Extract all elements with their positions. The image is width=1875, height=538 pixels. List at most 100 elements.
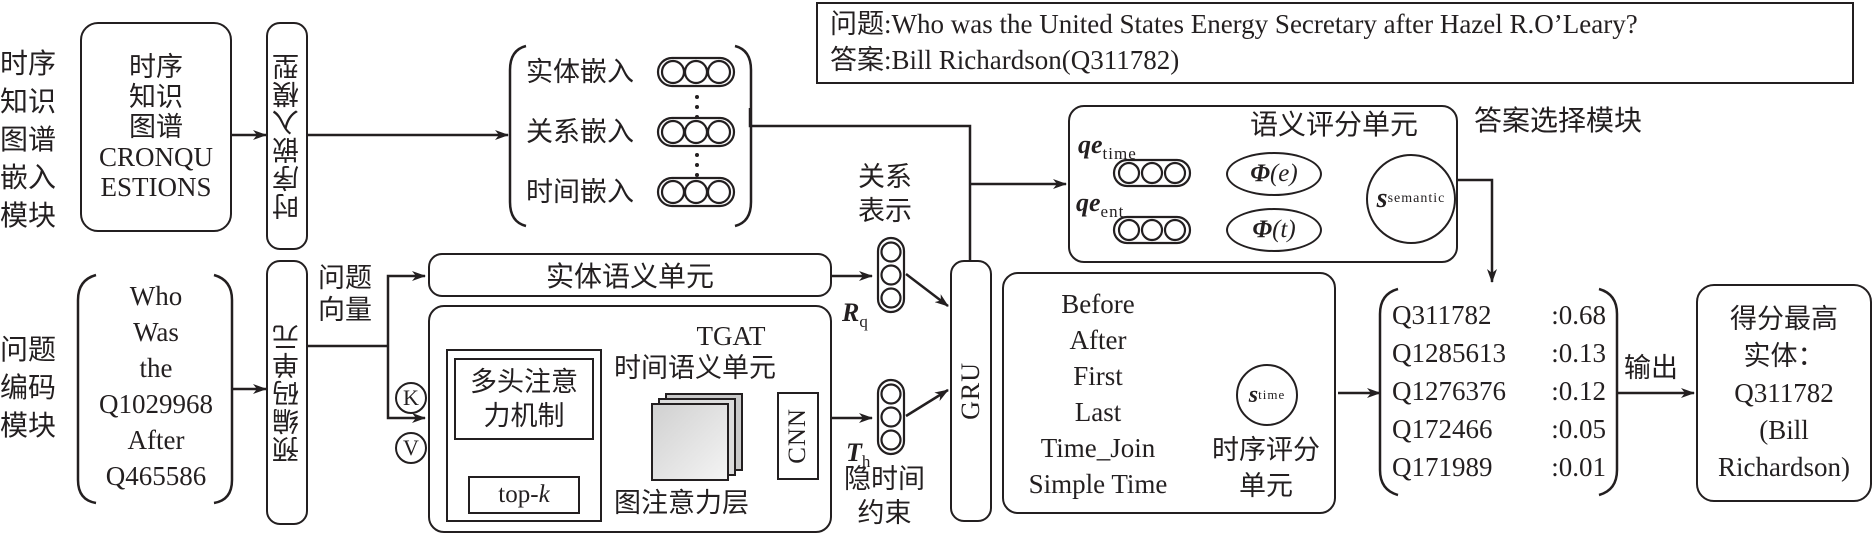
entity-embedding-vector-icon	[656, 56, 736, 88]
topk-prefix: top-	[498, 481, 539, 508]
question-label: 问题:	[830, 9, 892, 39]
label-line: 时序	[0, 49, 57, 80]
candidate-score: 0.68	[1558, 300, 1606, 330]
phi-e-node: Φ(e)	[1226, 152, 1322, 196]
tkg-line: 知识	[129, 82, 183, 112]
label-line: 知识	[0, 87, 57, 118]
phi-symbol: Φ	[1252, 216, 1273, 243]
answer-selection-module-label: 答案选择模块	[1474, 106, 1643, 137]
label-line: 嵌入	[0, 163, 57, 194]
candidate-id: Q1276376	[1392, 376, 1506, 406]
temporal-keyword: First	[1073, 361, 1123, 391]
qe-ent-vector-icon	[1112, 215, 1192, 245]
label-line: 模块	[0, 411, 57, 442]
tkg-embedding-module-label: 时序 知识 图谱 嵌入 模块	[0, 46, 56, 236]
question-tokens: Who Was the Q1029968 After Q465586	[90, 278, 222, 494]
candidate-row: Q1285613:0.13	[1392, 334, 1606, 372]
s-semantic-base: s	[1376, 183, 1388, 214]
result-line: 得分最高	[1730, 303, 1838, 334]
temporal-keyword: Last	[1074, 397, 1122, 427]
question-token: the	[139, 353, 173, 383]
label-line: 图谱	[0, 125, 57, 156]
s-time-subscript: time	[1258, 387, 1286, 402]
phi-t-node: Φ(t)	[1226, 208, 1322, 252]
temporal-keyword: Before	[1061, 289, 1135, 319]
hidden-time-vector-icon	[876, 378, 906, 456]
candidate-score: 0.12	[1558, 376, 1606, 406]
temporal-scoring-label: 时序评分 单元	[1200, 432, 1332, 504]
temporal-keyword: Simple Time	[1028, 469, 1168, 499]
multihead-attention-line: 力机制	[483, 401, 565, 431]
temporal-keywords: Before After First Last Time_Join Simple…	[1010, 286, 1186, 502]
value-circle: V	[395, 432, 427, 464]
question-answer-box: 问题:Who was the United States Energy Secr…	[816, 2, 1854, 84]
entity-semantic-unit-label: 实体语义单元	[545, 262, 714, 293]
tkg-line: ESTIONS	[100, 172, 212, 202]
candidate-row: Q172466:0.05	[1392, 410, 1606, 448]
tgat-title: TGAT	[696, 321, 766, 351]
candidate-row: Q1276376:0.12	[1392, 372, 1606, 410]
question-token: Was	[133, 317, 179, 347]
result-line: 实体：	[1743, 340, 1825, 371]
phi-t-arg: (t)	[1272, 216, 1296, 243]
relation-embedding-label: 关系嵌入	[526, 117, 634, 147]
question-token: Q1029968	[99, 389, 213, 419]
semantic-scoring-title: 语义评分单元	[1250, 110, 1419, 141]
question-token: Q465586	[105, 461, 207, 491]
th-symbol: Th	[846, 438, 871, 472]
qe-ent-subscript: ent	[1100, 202, 1125, 221]
th-base: T	[846, 438, 862, 467]
label-line: 编码	[0, 373, 57, 404]
label-line: 问题	[318, 263, 372, 293]
result-line: (Bill	[1759, 414, 1809, 445]
tgat-subtitle: 时间语义单元	[614, 353, 776, 383]
candidate-row: Q171989:0.01	[1392, 448, 1606, 486]
topk-variable: k	[538, 481, 550, 508]
time-embedding-label: 时间嵌入	[526, 177, 634, 207]
cnn-label: CNN	[784, 408, 811, 464]
question-vector-label: 问题 向量	[318, 262, 372, 326]
label-line: 时序评分	[1212, 435, 1320, 465]
th-subscript: h	[861, 452, 872, 471]
candidate-id: Q1285613	[1392, 338, 1506, 368]
result-line: Q311782	[1734, 377, 1834, 408]
label-line: 约束	[857, 498, 912, 528]
question-token: Who	[129, 281, 183, 311]
graph-attention-layer-stack-icon	[651, 393, 743, 481]
temporal-keyword: Time_Join	[1040, 433, 1156, 463]
qe-vectors	[1112, 158, 1192, 245]
tkg-dataset-box: 时序 知识 图谱 CRONQU ESTIONS	[80, 22, 232, 232]
candidate-id: Q171989	[1392, 452, 1493, 482]
question-text: Who was the United States Energy Secreta…	[891, 9, 1638, 39]
embedding-vectors	[656, 56, 736, 208]
label-line: 表示	[858, 196, 912, 226]
entity-embedding-label: 实体嵌入	[526, 57, 634, 87]
arrow-rq-to-gru	[905, 273, 949, 307]
question-row: 问题:Who was the United States Energy Secr…	[830, 6, 1840, 42]
candidate-score: 0.13	[1558, 338, 1606, 368]
time-embedding-vector-icon	[656, 176, 736, 208]
qe-time-vector-icon	[1112, 158, 1192, 188]
hidden-time-constraint-label: 隐时间 约束	[844, 462, 925, 530]
label-line: 单元	[1239, 471, 1293, 501]
key-circle: K	[395, 382, 427, 414]
output-label: 输出	[1624, 353, 1678, 383]
relation-vector-icon	[876, 236, 906, 314]
multihead-attention-box: 多头注意 力机制	[454, 358, 594, 440]
rq-base: R	[842, 298, 860, 327]
candidate-score-list: Q311782:0.68 Q1285613:0.13 Q1276376:0.12…	[1392, 296, 1606, 486]
arrow-to-entity-semantic	[386, 271, 426, 346]
temporal-embedding-model-label: 时序嵌入模型	[272, 52, 303, 220]
candidate-id: Q311782	[1392, 300, 1492, 330]
key-label: K	[403, 385, 419, 410]
answer-text: Bill Richardson(Q311782)	[891, 45, 1180, 75]
graph-attention-layer-label: 图注意力层	[614, 488, 749, 518]
question-encoding-module-label: 问题 编码 模块	[0, 332, 56, 446]
phi-e-arg: (e)	[1269, 160, 1298, 187]
question-token: After	[127, 425, 185, 455]
rq-symbol: Rq	[842, 298, 869, 332]
phi-symbol: Φ	[1250, 160, 1270, 187]
s-semantic-subscript: semantic	[1387, 191, 1446, 206]
